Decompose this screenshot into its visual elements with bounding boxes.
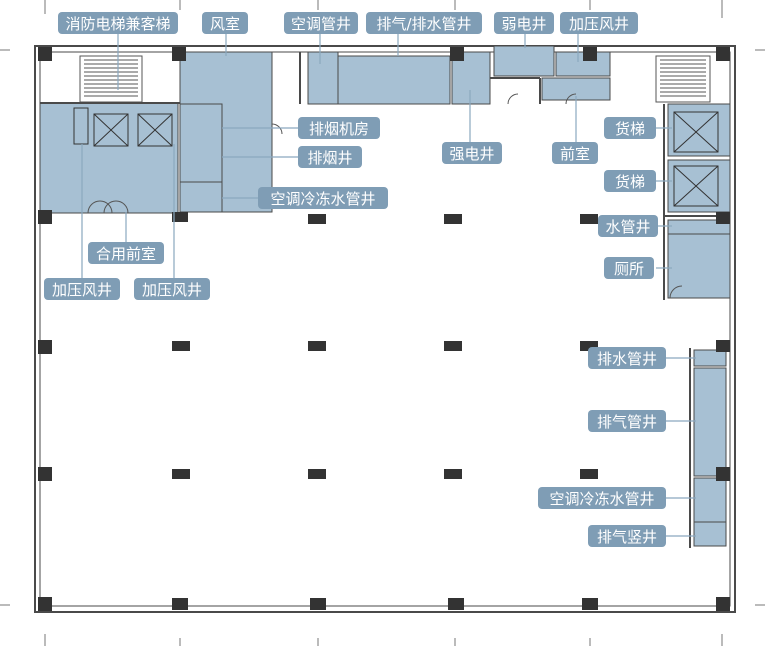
svg-text:消防电梯兼客梯: 消防电梯兼客梯 xyxy=(65,15,170,33)
tag-ac-chilled-water-shaft-2: 空调冷冻水管井 xyxy=(538,487,666,509)
tag-weak-current-shaft: 弱电井 xyxy=(494,12,554,34)
tag-smoke-shaft: 排烟井 xyxy=(298,146,362,168)
svg-text:排烟机房: 排烟机房 xyxy=(309,120,369,138)
tag-exhaust-vertical-shaft: 排气竖井 xyxy=(588,525,666,547)
svg-text:加压风井: 加压风井 xyxy=(142,281,202,299)
tag-freight-elevator-2: 货梯 xyxy=(604,170,656,192)
interior-walls xyxy=(40,52,730,548)
svg-text:空调冷冻水管井: 空调冷冻水管井 xyxy=(549,490,654,508)
exterior-walls xyxy=(34,45,736,613)
svg-text:合用前室: 合用前室 xyxy=(96,245,156,263)
tag-pressurized-shaft-top: 加压风井 xyxy=(560,12,638,34)
freight-elevator-2-block xyxy=(667,159,731,213)
tag-ac-shaft-top: 空调管井 xyxy=(284,12,358,34)
tag-strong-current-shaft: 强电井 xyxy=(442,142,502,164)
tag-shared-front-room: 合用前室 xyxy=(88,242,164,264)
exhaust-shaft-block xyxy=(693,367,727,477)
tag-exhaust-shaft: 排气管井 xyxy=(588,410,666,432)
svg-text:排气管井: 排气管井 xyxy=(597,413,657,431)
tag-toilet: 厕所 xyxy=(604,257,654,279)
svg-text:排气竖井: 排气竖井 xyxy=(597,528,657,546)
svg-text:厕所: 厕所 xyxy=(614,260,644,278)
leader-lines xyxy=(81,33,696,537)
tag-pressurized-shaft-left: 加压风井 xyxy=(44,278,120,300)
ac-shaft-top-block xyxy=(307,51,339,105)
rooms xyxy=(39,45,731,547)
door-swings xyxy=(87,93,683,299)
drain-shaft-block xyxy=(693,349,727,367)
svg-text:排气/排水管井: 排气/排水管井 xyxy=(376,15,471,33)
svg-text:加压风井: 加压风井 xyxy=(569,15,629,33)
svg-text:前室: 前室 xyxy=(560,145,590,163)
freight-elevator-1-block xyxy=(667,103,731,157)
elevator-lobby-block xyxy=(39,102,179,214)
svg-text:水管井: 水管井 xyxy=(605,218,650,236)
tag-drain-shaft: 排水管井 xyxy=(588,347,666,369)
smoke-machine-room-block xyxy=(179,103,223,183)
toilet-block xyxy=(667,233,731,299)
svg-text:排水管井: 排水管井 xyxy=(597,350,657,368)
svg-text:空调管井: 空调管井 xyxy=(291,15,351,33)
smoke-shaft-block xyxy=(179,181,223,213)
svg-text:风室: 风室 xyxy=(210,15,240,33)
tag-pressurized-shaft-mid: 加压风井 xyxy=(134,278,210,300)
svg-text:排烟井: 排烟井 xyxy=(307,149,352,167)
tag-exhaust-drain-shaft: 排气/排水管井 xyxy=(366,12,482,34)
tag-air-room: 风室 xyxy=(202,12,248,34)
svg-text:弱电井: 弱电井 xyxy=(501,15,546,33)
tag-freight-elevator-1: 货梯 xyxy=(604,117,656,139)
ac-chilled-water-shaft-2-block xyxy=(693,477,727,523)
tag-fire-elevator: 消防电梯兼客梯 xyxy=(58,12,178,34)
tag-ac-chilled-water-shaft-1: 空调冷冻水管井 xyxy=(258,187,388,209)
exhaust-vertical-shaft-block xyxy=(693,521,727,547)
svg-text:加压风井: 加压风井 xyxy=(52,281,112,299)
tag-front-room: 前室 xyxy=(552,142,598,164)
elevator-cars xyxy=(73,107,719,207)
tag-smoke-machine-room: 排烟机房 xyxy=(298,117,380,139)
svg-text:强电井: 强电井 xyxy=(449,145,494,163)
exhaust-drain-shaft-block xyxy=(337,55,451,105)
columns xyxy=(38,47,730,611)
weak-current-shaft-block xyxy=(493,45,555,77)
tag-water-shaft: 水管井 xyxy=(598,215,658,237)
svg-text:货梯: 货梯 xyxy=(615,120,645,138)
svg-text:空调冷冻水管井: 空调冷冻水管井 xyxy=(270,190,375,208)
svg-text:货梯: 货梯 xyxy=(615,173,645,191)
